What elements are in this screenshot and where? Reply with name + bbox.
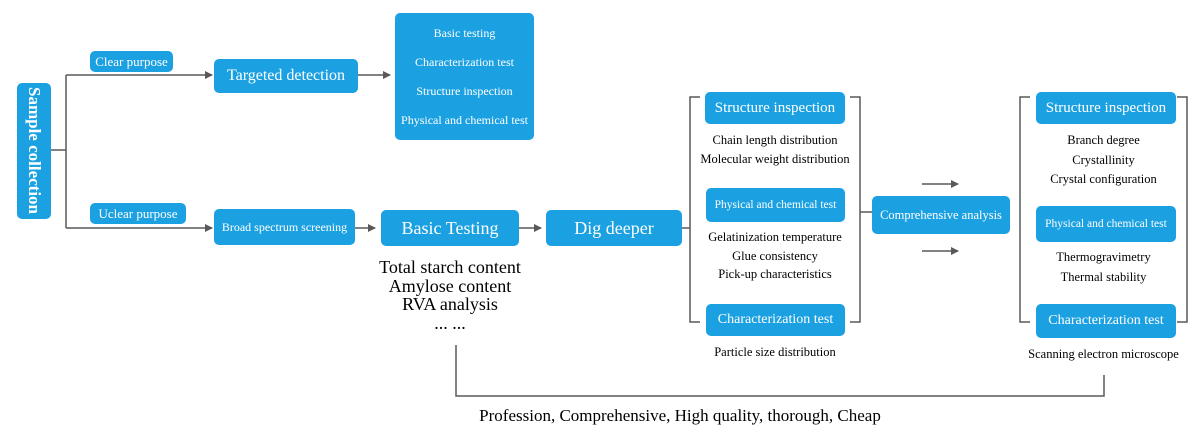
right-structure-label: Structure inspection: [1045, 99, 1167, 116]
right-structure-list: Branch degree Crystallinity Crystal conf…: [1020, 131, 1187, 190]
targeted-item: Physical and chemical test: [401, 112, 528, 127]
mid-physchem-item: Pick-up characteristics: [718, 267, 832, 281]
targeted-detection-box: Targeted detection: [214, 59, 358, 93]
unclear-purpose-label: Uclear purpose: [98, 205, 178, 221]
right-character-label: Characterization test: [1048, 313, 1164, 328]
targeted-item: Characterization test: [415, 55, 514, 70]
mid-structure-item: Molecular weight distribution: [700, 152, 850, 166]
right-physchem-label: Physical and chemical test: [1045, 218, 1167, 230]
sample-collection-label: Sample collection: [25, 87, 44, 215]
targeted-detection-label: Targeted detection: [226, 67, 346, 84]
unclear-purpose-badge: Uclear purpose: [90, 203, 186, 224]
clear-purpose-badge: Clear purpose: [90, 51, 173, 72]
dig-deeper-box: Dig deeper: [546, 210, 682, 246]
mid-structure-list: Chain length distribution Molecular weig…: [690, 131, 860, 169]
mid-physchem-box: Physical and chemical test: [706, 188, 845, 222]
right-structure-box: Structure inspection: [1036, 92, 1176, 124]
comprehensive-analysis-label: Comprehensive analysis: [880, 207, 1002, 222]
broad-spectrum-box: Broad spectrum screening: [214, 209, 355, 245]
sample-collection-box: Sample collection: [17, 83, 51, 219]
basic-testing-box: Basic Testing: [381, 210, 519, 246]
mid-physchem-item: Glue consistency: [732, 248, 818, 263]
mid-character-list: Particle size distribution: [690, 343, 860, 361]
broad-spectrum-label: Broad spectrum screening: [221, 219, 348, 234]
mid-physchem-item: Gelatinization temperature: [708, 230, 842, 244]
bracket-right-left: [1019, 96, 1030, 323]
bracket-right-right: [1177, 96, 1188, 323]
bottom-loop: [455, 345, 1105, 397]
basic-testing-label: Basic Testing: [401, 217, 499, 238]
mid-character-box: Characterization test: [706, 304, 845, 336]
basic-testing-item: RVA analysis: [402, 294, 498, 314]
mid-structure-item: Chain length distribution: [712, 133, 838, 147]
footer-qualities-text: Profession, Comprehensive, High quality,…: [479, 406, 881, 425]
mid-physchem-list: Gelatinization temperature Glue consiste…: [690, 228, 860, 284]
targeted-item: Structure inspection: [416, 83, 513, 98]
basic-testing-item: ... ...: [434, 312, 466, 333]
right-structure-item: Crystal configuration: [1050, 172, 1157, 186]
right-structure-item: Branch degree: [1067, 133, 1140, 147]
targeted-item: Basic testing: [433, 26, 496, 41]
clear-purpose-label: Clear purpose: [95, 53, 168, 69]
right-character-box: Characterization test: [1036, 304, 1176, 338]
right-physchem-item: Thermal stability: [1060, 269, 1147, 284]
right-character-item: Scanning electron microscope: [1028, 347, 1179, 361]
mid-structure-label: Structure inspection: [714, 99, 836, 116]
footer-qualities: Profession, Comprehensive, High quality,…: [380, 405, 980, 427]
basic-testing-item: Total starch content: [379, 257, 521, 277]
right-structure-item: Crystallinity: [1072, 152, 1135, 167]
dig-deeper-label: Dig deeper: [574, 217, 654, 238]
basic-testing-item: Amylose content: [388, 275, 512, 296]
right-character-list: Scanning electron microscope: [1010, 345, 1197, 363]
right-physchem-list: Thermogravimetry Thermal stability: [1020, 248, 1187, 287]
bracket-mid-right: [850, 96, 861, 323]
right-physchem-box: Physical and chemical test: [1036, 206, 1176, 242]
mid-physchem-label: Physical and chemical test: [714, 199, 837, 211]
right-physchem-item: Thermogravimetry: [1056, 250, 1151, 264]
comprehensive-analysis-box: Comprehensive analysis: [872, 196, 1010, 234]
basic-testing-list: Total starch content Amylose content RVA…: [340, 258, 560, 332]
targeted-items-box: Basic testing Characterization test Stru…: [395, 13, 534, 140]
mid-structure-box: Structure inspection: [705, 92, 845, 124]
mid-character-label: Characterization test: [717, 312, 834, 327]
bracket-mid-left: [689, 96, 700, 323]
mid-character-item: Particle size distribution: [714, 345, 836, 359]
